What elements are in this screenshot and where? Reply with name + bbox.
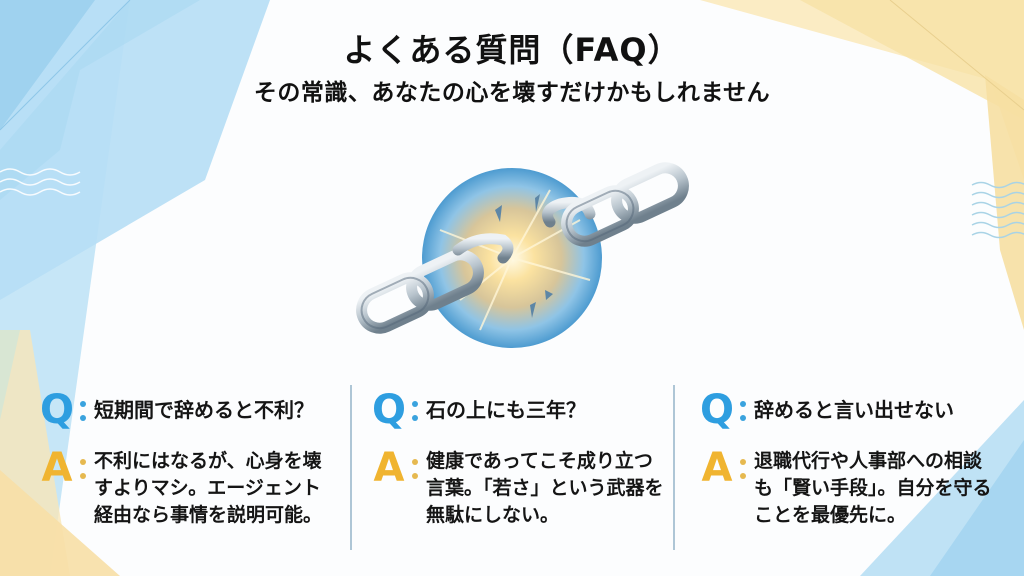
a-label: A: [373, 445, 405, 491]
question-row: Q 短期間で辞めると不利？: [38, 388, 338, 432]
answer-row: A 健康であってこそ成り立つ言葉。「若さ」という武器を無駄にしない。: [370, 446, 670, 529]
broken-chain-icon: [356, 162, 689, 348]
question-text: 辞めると言い出せない: [754, 398, 954, 422]
q-label: Q: [39, 387, 74, 433]
header: よくある質問（FAQ） その常識、あなたの心を壊すだけかもしれません: [0, 30, 1024, 110]
faq-item-1: Q 短期間で辞めると不利？ A 不利にはなるが、心身を壊すよりマシ。エージェント…: [38, 388, 338, 529]
colon-icon: [736, 459, 750, 479]
answer-text: 不利にはなるが、心身を壊すよりマシ。エージェント経由なら事情を説明可能。: [94, 450, 323, 526]
column-divider: [350, 385, 352, 550]
q-label: Q: [371, 387, 406, 433]
faq-item-2: Q 石の上にも三年？ A 健康であってこそ成り立つ言葉。「若さ」という武器を無駄…: [370, 388, 670, 529]
colon-icon: [76, 459, 90, 479]
question-text: 短期間で辞めると不利？: [94, 398, 314, 422]
faq-item-3: Q 辞めると言い出せない A 退職代行や人事部への相談も「賢い手段」。自分を守る…: [698, 388, 998, 529]
answer-row: A 退職代行や人事部への相談も「賢い手段」。自分を守ることを最優先に。: [698, 446, 998, 529]
a-label: A: [41, 445, 73, 491]
page-subtitle: その常識、あなたの心を壊すだけかもしれません: [253, 80, 771, 106]
colon-icon: [76, 401, 90, 421]
answer-text: 退職代行や人事部への相談も「賢い手段」。自分を守ることを最優先に。: [754, 450, 992, 526]
answer-row: A 不利にはなるが、心身を壊すよりマシ。エージェント経由なら事情を説明可能。: [38, 446, 338, 529]
question-row: Q 石の上にも三年？: [370, 388, 670, 432]
answer-text: 健康であってこそ成り立つ言葉。「若さ」という武器を無駄にしない。: [426, 450, 664, 526]
question-row: Q 辞めると言い出せない: [698, 388, 998, 432]
question-text: 石の上にも三年？: [426, 398, 586, 422]
q-label: Q: [699, 387, 734, 433]
colon-icon: [408, 401, 422, 421]
colon-icon: [736, 401, 750, 421]
page-title: よくある質問（FAQ）: [343, 31, 681, 69]
column-divider: [673, 385, 675, 550]
colon-icon: [408, 459, 422, 479]
a-label: A: [701, 445, 733, 491]
